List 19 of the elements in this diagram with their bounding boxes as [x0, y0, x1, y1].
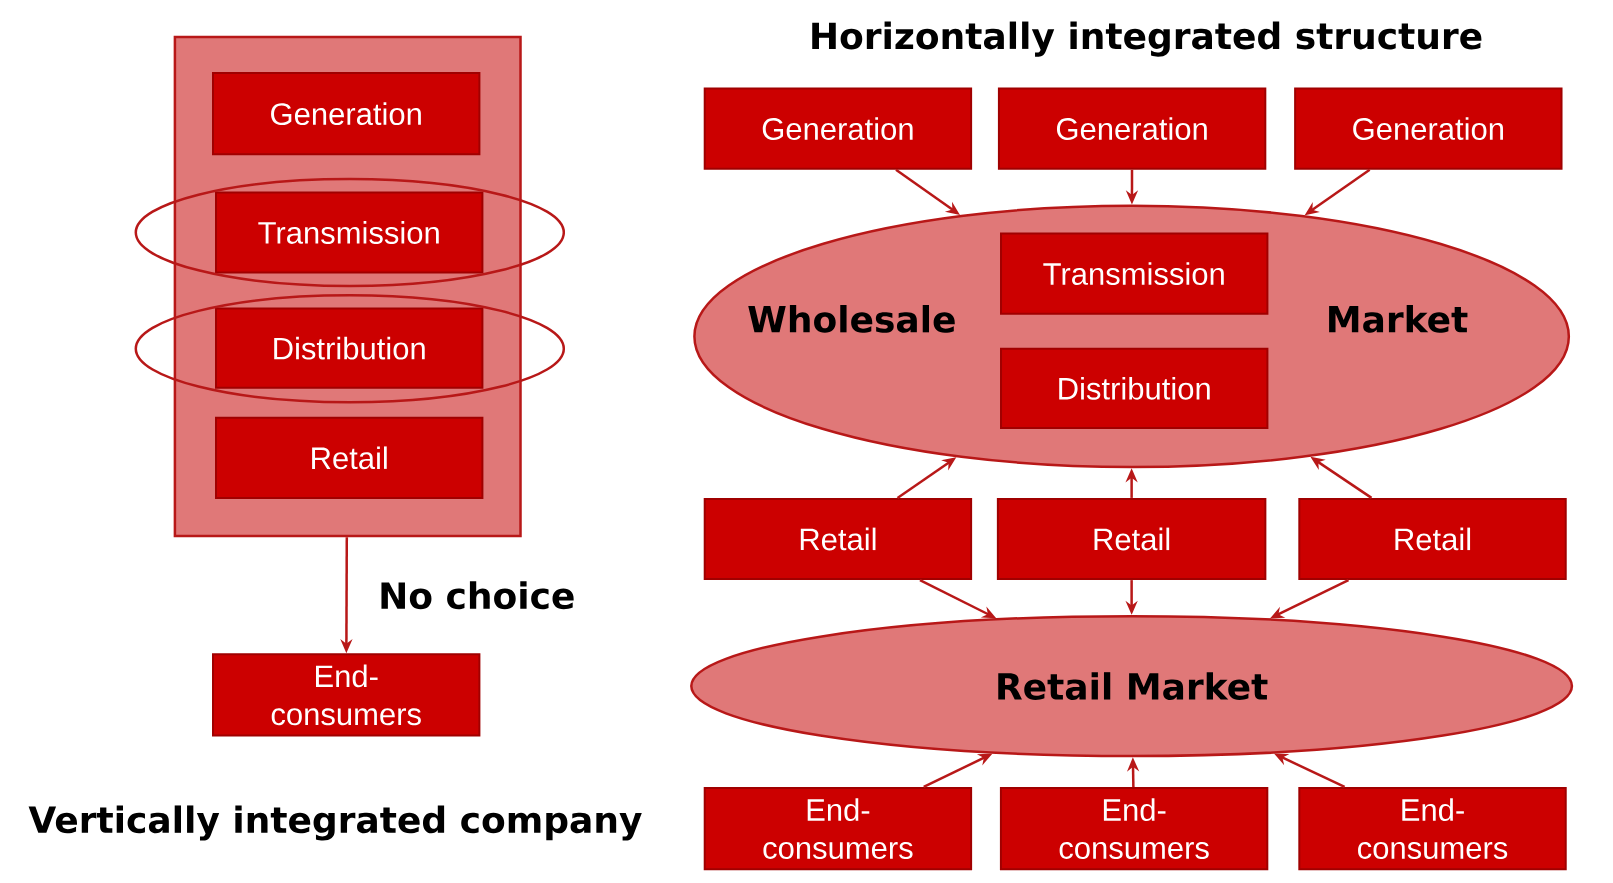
process-box: Generation	[703, 87, 973, 170]
process-box: Transmission	[1000, 232, 1269, 315]
process-box: Transmission	[215, 191, 484, 274]
process-box: Generation	[1294, 87, 1563, 170]
process-box: Retail	[215, 416, 484, 499]
process-box: End-consumers	[703, 786, 973, 871]
process-box: Retail	[1298, 497, 1567, 581]
section-heading: Vertically integrated company	[28, 805, 642, 841]
process-box: Distribution	[1000, 347, 1269, 429]
process-box: Distribution	[215, 307, 484, 389]
process-box: Generation	[212, 72, 481, 156]
process-box: Retail	[703, 497, 973, 581]
process-box: Generation	[997, 87, 1267, 170]
process-box: Retail	[996, 497, 1267, 581]
process-box: End-consumers	[212, 653, 481, 737]
process-box: End-consumers	[999, 786, 1269, 871]
edge-label: No choice	[381, 581, 574, 610]
process-box: End-consumers	[1298, 786, 1567, 871]
title: Horizontally integrated structure	[812, 21, 1482, 57]
